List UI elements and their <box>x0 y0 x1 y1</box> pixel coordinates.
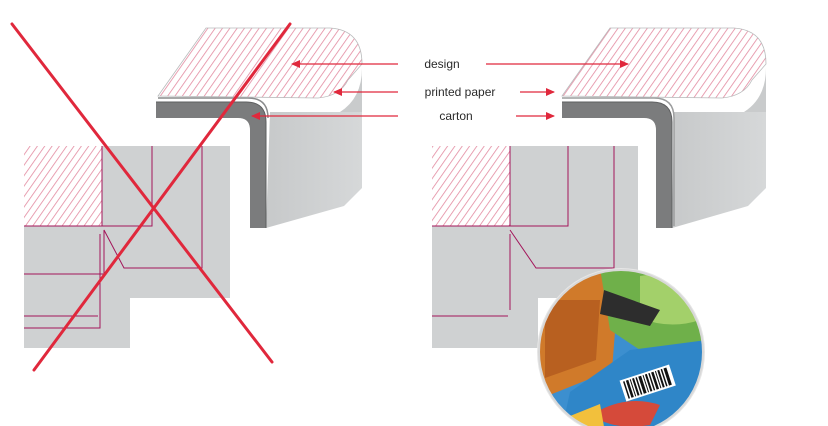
callout-arrows <box>251 60 629 120</box>
flat-dieline-incorrect <box>24 146 230 348</box>
design-area-overprint <box>24 146 102 226</box>
design-area-correct <box>432 146 510 226</box>
corner-3d-correct <box>561 27 767 228</box>
label-carton: carton <box>439 109 472 123</box>
label-design: design <box>424 57 459 71</box>
red-cross-mark <box>10 22 292 372</box>
design-surface-correct <box>561 27 767 99</box>
photo-inset <box>537 268 705 426</box>
label-printed-paper: printed paper <box>425 85 496 99</box>
